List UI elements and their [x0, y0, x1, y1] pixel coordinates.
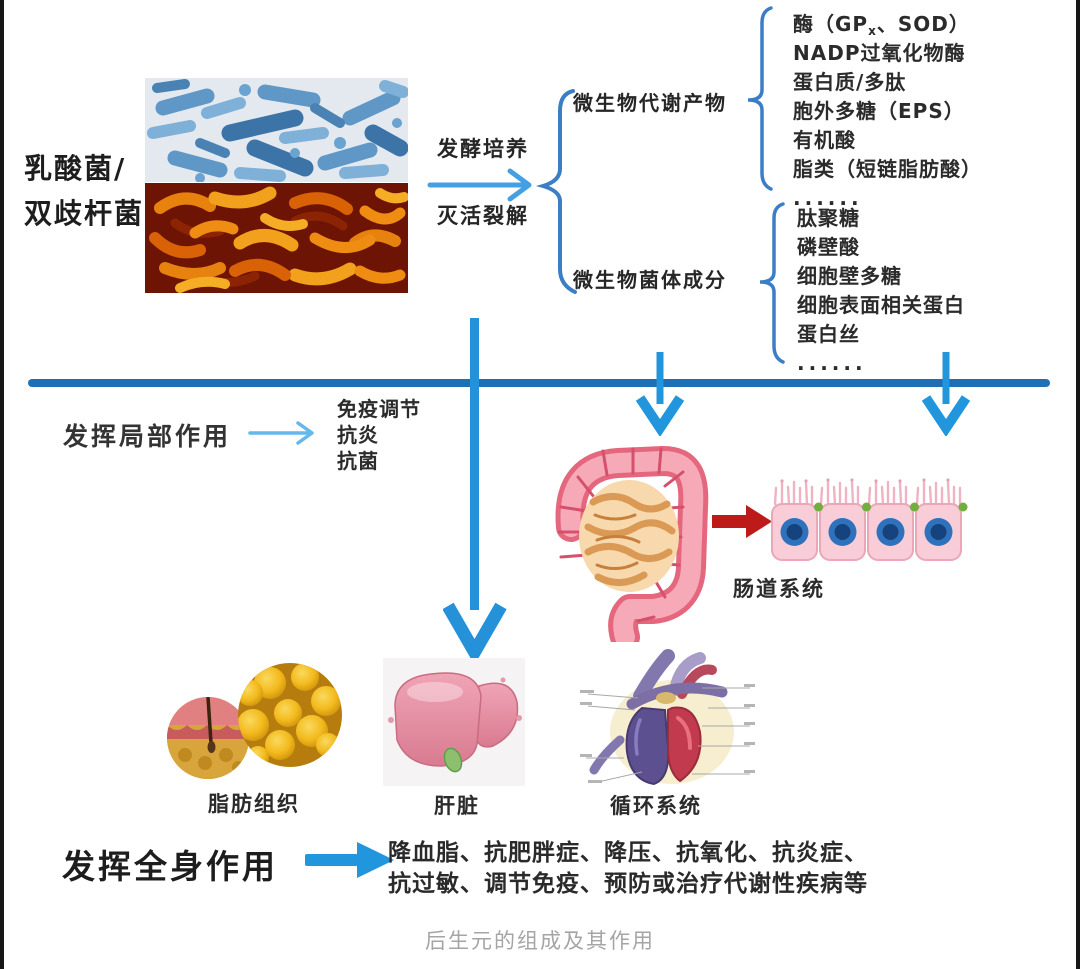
systemic-effects-arrow: [305, 842, 394, 878]
enzyme-item-post: 、SOD）: [876, 12, 970, 36]
enzyme-item-pre: 酶（GP: [793, 12, 869, 36]
systemic-effects-title: 发挥全身作用: [62, 847, 278, 886]
systemic-effects-line2: 抗过敏、调节免疫、预防或治疗代谢性疾病等: [388, 871, 868, 897]
central-down-arrow: [443, 318, 507, 660]
source-bacteria-label: 乳酸菌/ 双歧杆菌: [24, 146, 144, 236]
ellipsis: ......: [793, 186, 863, 210]
source-label-line2: 双歧杆菌: [24, 197, 145, 230]
local-effects-title: 发挥局部作用: [63, 422, 232, 451]
cell-components-list: 肽聚糖 磷壁酸 细胞壁多糖 细胞表面相关蛋白 蛋白丝 ......: [797, 204, 965, 378]
list-item: 免疫调节: [337, 397, 421, 421]
red-arrow: [712, 505, 772, 538]
adipose-label: 脂肪组织: [208, 792, 300, 816]
local-effects-arrow: [248, 421, 314, 445]
epithelium-illustration: [771, 478, 968, 561]
down-arrow-intestine: [635, 352, 685, 436]
intestine-illustration: [555, 446, 709, 642]
cell-components-brace: [759, 202, 785, 364]
list-item: 脂类（短链脂肪酸）: [793, 157, 982, 181]
fermentation-label: 发酵培养: [437, 137, 529, 161]
figure-caption: 后生元的组成及其作用: [425, 929, 655, 953]
heart-illustration: [580, 649, 755, 786]
main-brace: [535, 89, 577, 294]
list-item: 细胞壁多糖: [797, 264, 902, 288]
list-item: 酶（GPx、SOD）: [793, 10, 982, 39]
blue-bacteria-image: [145, 78, 408, 182]
orange-bacteria-image: [145, 183, 408, 293]
left-edge-strip: [0, 0, 4, 969]
fermentation-arrow: [427, 168, 532, 202]
systemic-effects-line1: 降血脂、抗肥胖症、降压、抗氧化、抗炎症、: [388, 840, 868, 866]
enzyme-item-sub: x: [868, 24, 877, 38]
down-arrow-right: [921, 352, 971, 436]
circulatory-label: 循环系统: [610, 794, 702, 818]
liver-illustration: [383, 658, 525, 786]
list-item: 细胞表面相关蛋白: [797, 293, 965, 317]
list-item: NADP过氧化物酶: [793, 41, 966, 65]
list-item: 肽聚糖: [797, 206, 860, 230]
ellipsis: ......: [797, 351, 867, 375]
adipose-illustration: [167, 663, 342, 779]
metabolites-branch-label: 微生物代谢产物: [573, 91, 727, 115]
inactivation-label: 灭活裂解: [437, 204, 529, 228]
liver-label: 肝脏: [434, 794, 480, 818]
metabolites-brace: [747, 6, 773, 191]
metabolites-list: 酶（GPx、SOD） NADP过氧化物酶 蛋白质/多肽 胞外多糖（EPS） 有机…: [793, 10, 982, 213]
list-item: 胞外多糖（EPS）: [793, 99, 965, 123]
list-item: 抗菌: [337, 449, 379, 473]
list-item: 有机酸: [793, 128, 856, 152]
divider-line: [28, 379, 1050, 387]
list-item: 抗炎: [337, 423, 379, 447]
list-item: 蛋白丝: [797, 322, 860, 346]
local-effects-list: 免疫调节 抗炎 抗菌: [337, 396, 421, 474]
list-item: 蛋白质/多肽: [793, 70, 907, 94]
source-label-line1: 乳酸菌/: [24, 152, 127, 185]
cell-components-branch-label: 微生物菌体成分: [573, 268, 727, 292]
heart-annotation-marks: [580, 684, 755, 783]
list-item: 磷壁酸: [797, 235, 860, 259]
systemic-effects-text: 降血脂、抗肥胖症、降压、抗氧化、抗炎症、 抗过敏、调节免疫、预防或治疗代谢性疾病…: [388, 838, 868, 900]
right-edge-strip: [1076, 0, 1080, 969]
intestine-label: 肠道系统: [733, 577, 825, 601]
